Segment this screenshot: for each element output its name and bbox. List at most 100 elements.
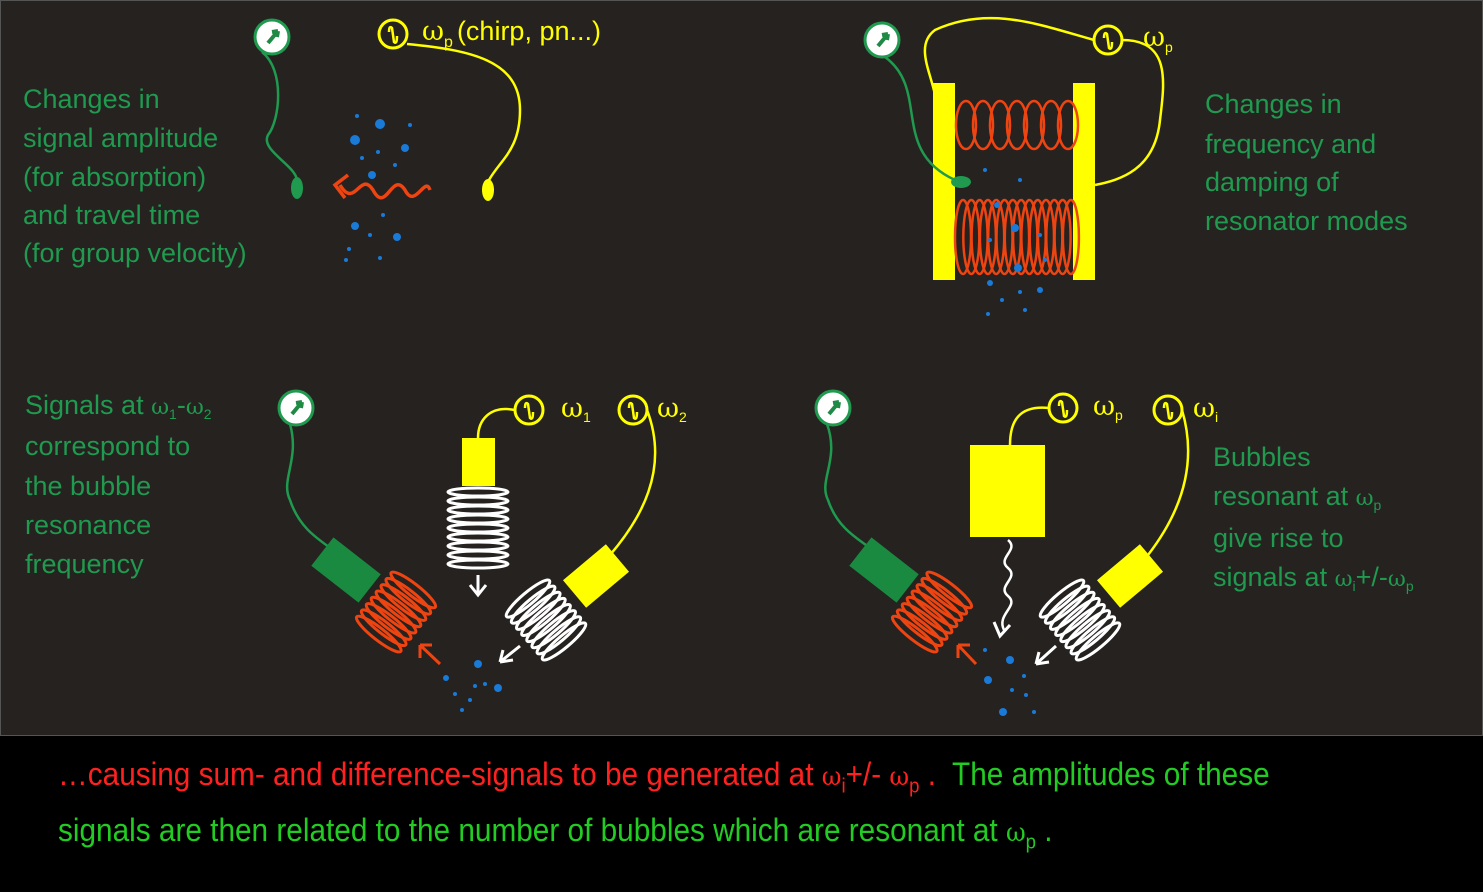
svg-text:the bubble: the bubble [25, 471, 151, 501]
coil-loop [446, 540, 510, 552]
source-wire-2 [609, 409, 657, 556]
source-wire-return [1094, 38, 1165, 187]
coil-loop [525, 602, 572, 644]
coil-loop [905, 595, 954, 635]
coil-loop [446, 513, 510, 525]
svg-text:Bubbles: Bubbles [1213, 442, 1311, 472]
receiver-coil [890, 570, 974, 654]
coil-loop [900, 602, 949, 641]
resonator-plate-left [933, 83, 955, 280]
coil-loop [1064, 609, 1112, 650]
coil-loop [369, 595, 418, 635]
panel-resonator: ωp Changes in frequency and damping of r… [863, 16, 1408, 316]
svg-text:ωi: ωi [1193, 393, 1218, 425]
imaging-source-icon [1152, 394, 1184, 426]
diagram-panel [0, 0, 1483, 736]
svg-text:signals at ωi+/-ωp: signals at ωi+/-ωp [1213, 562, 1414, 594]
resonator-mode-high [953, 198, 1081, 276]
signal-source-icon [377, 18, 409, 50]
svg-text:resonant at ωp: resonant at ωp [1213, 481, 1382, 513]
coil-loop [364, 602, 413, 641]
receiver-coil [354, 570, 438, 654]
coil-loop [971, 99, 995, 151]
signal-source-icon [1092, 24, 1124, 56]
arrow-icon [1034, 644, 1058, 666]
imaging-wire [1147, 409, 1190, 556]
receiver-transducer [849, 537, 919, 603]
coil-loop [1053, 198, 1072, 276]
coil-loop [446, 549, 510, 561]
source-wire-1 [476, 407, 516, 439]
pump-wire [1008, 406, 1050, 446]
coil-loop [890, 614, 939, 654]
arrow-left-icon [332, 173, 350, 200]
imaging-transducer [1096, 544, 1164, 608]
coil-loop [446, 486, 510, 498]
coil-loop [895, 608, 944, 648]
pump-source-icon [1047, 392, 1079, 424]
meter-icon [863, 21, 901, 59]
coil-loop [1022, 99, 1046, 151]
panel1-text: Changes in signal amplitude (for absorpt… [23, 84, 247, 268]
coil-loop [1054, 596, 1101, 638]
svg-text:Signals at ω1-ω2: Signals at ω1-ω2 [25, 390, 212, 422]
source-wire [923, 16, 1095, 96]
coil-loop [530, 609, 578, 650]
coil-loop [359, 608, 408, 648]
coil-loop [1043, 584, 1091, 625]
coil-loop [925, 570, 974, 610]
svg-text:Changes in: Changes in [23, 84, 160, 114]
coil-loop [374, 589, 423, 629]
imaging-coil [1038, 578, 1122, 662]
coil-loop [540, 621, 588, 662]
meter-icon [253, 18, 291, 56]
svg-text:ωp(chirp, pn...): ωp(chirp, pn...) [422, 16, 601, 51]
coil-loop [1005, 99, 1029, 151]
bubbles [344, 114, 412, 262]
svg-text:Changes in: Changes in [1205, 89, 1342, 119]
receiver-wire [824, 423, 881, 557]
coil-loop [384, 576, 433, 616]
svg-text:give rise to: give rise to [1213, 523, 1344, 553]
receiver-transducer [311, 537, 381, 603]
receiver-wire [261, 51, 299, 181]
coil-loop [1039, 99, 1063, 151]
omega-symbol: ω [422, 16, 444, 47]
coil-loop [1048, 590, 1096, 631]
wave [338, 182, 432, 200]
coil-loop [1061, 198, 1081, 276]
coil-loop [509, 584, 557, 625]
coil-loop [354, 614, 403, 654]
coil-loop [1038, 578, 1086, 619]
resonator-mode-low [954, 99, 1080, 151]
transmit-coil-1 [446, 486, 510, 570]
svg-text:ωp: ωp [1143, 22, 1173, 55]
coil-loop [446, 495, 510, 507]
coil-loop [446, 531, 510, 543]
arrow-down-icon [992, 621, 1012, 639]
coil-loop [389, 570, 438, 610]
coil-loop [915, 583, 964, 622]
receiver-hydrophone [951, 176, 971, 188]
source-wire [406, 42, 522, 181]
pump-transducer [970, 445, 1045, 537]
bubbles [983, 168, 1047, 316]
svg-text:frequency: frequency [25, 549, 144, 579]
source-label: (chirp, pn...) [457, 16, 601, 46]
svg-text:signal amplitude: signal amplitude [23, 123, 218, 153]
arrow-down-icon [468, 575, 488, 598]
panel-difference-frequency: ω1 ω2 Signals at ω1-ω2 correspond to the… [25, 389, 687, 712]
svg-text:ω1: ω1 [561, 393, 591, 425]
transmitter-hydrophone [482, 179, 494, 201]
caption: …causing sum- and difference-signals to … [58, 756, 1278, 854]
svg-text:ωp: ωp [1093, 391, 1123, 423]
coil-loop [504, 578, 552, 619]
arrow-icon [956, 643, 978, 666]
coil-loop [379, 583, 428, 622]
meter-icon [814, 389, 852, 427]
bubbles [443, 660, 502, 712]
coil-loop [520, 596, 567, 638]
panel-nonlinear-mixing: ωp ωi Bubbles resonant at ωp give rise t… [814, 389, 1414, 716]
transmit-coil-2 [504, 578, 588, 662]
